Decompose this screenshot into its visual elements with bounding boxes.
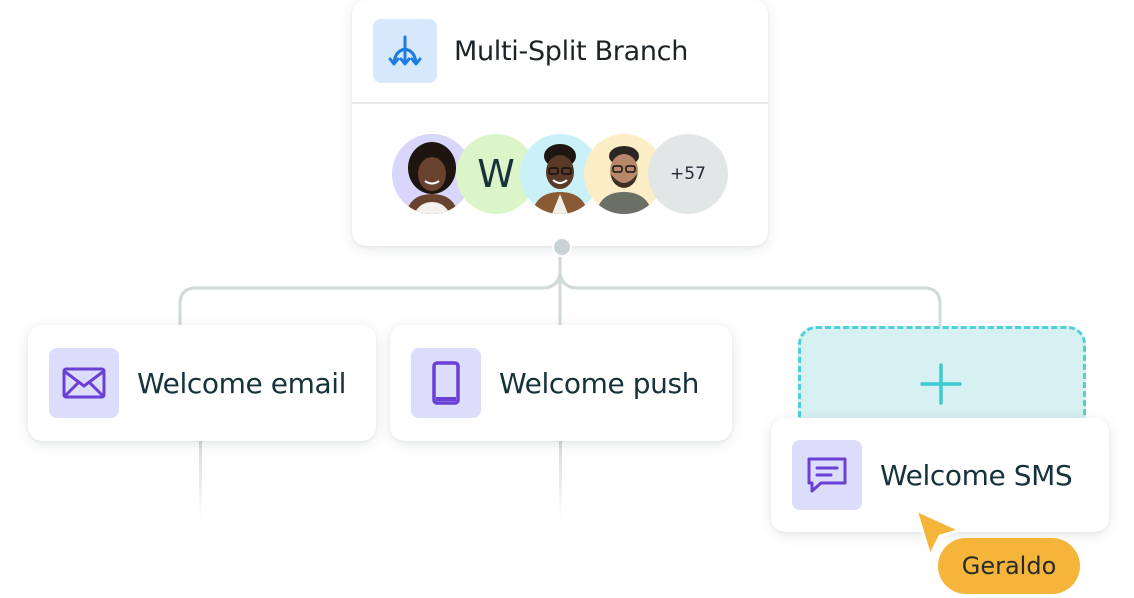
plus-icon[interactable] — [919, 362, 963, 406]
collaborator-cursor-icon — [914, 508, 962, 558]
step-label: Welcome SMS — [880, 458, 1073, 492]
multi-split-branch-card[interactable]: Multi-Split Branch W — [352, 0, 768, 246]
split-branch-icon — [373, 19, 437, 83]
message-icon — [792, 440, 862, 510]
step-card-welcome-push[interactable]: Welcome push — [390, 325, 732, 441]
avatar-initial: W — [456, 134, 536, 214]
step-card-welcome-sms[interactable]: Welcome SMS — [771, 418, 1109, 532]
branch-title: Multi-Split Branch — [454, 35, 689, 67]
phone-icon — [411, 348, 481, 418]
collaborator-name-tag: Geraldo — [938, 538, 1080, 594]
branch-card-header: Multi-Split Branch — [352, 0, 768, 104]
step-label: Welcome email — [137, 366, 346, 400]
mail-icon — [49, 348, 119, 418]
audience-avatars[interactable]: W — [392, 134, 732, 214]
step-card-welcome-email[interactable]: Welcome email — [28, 325, 376, 441]
connector-node — [552, 237, 572, 257]
step-label: Welcome push — [499, 366, 700, 400]
more-avatars-count: +57 — [648, 134, 728, 214]
